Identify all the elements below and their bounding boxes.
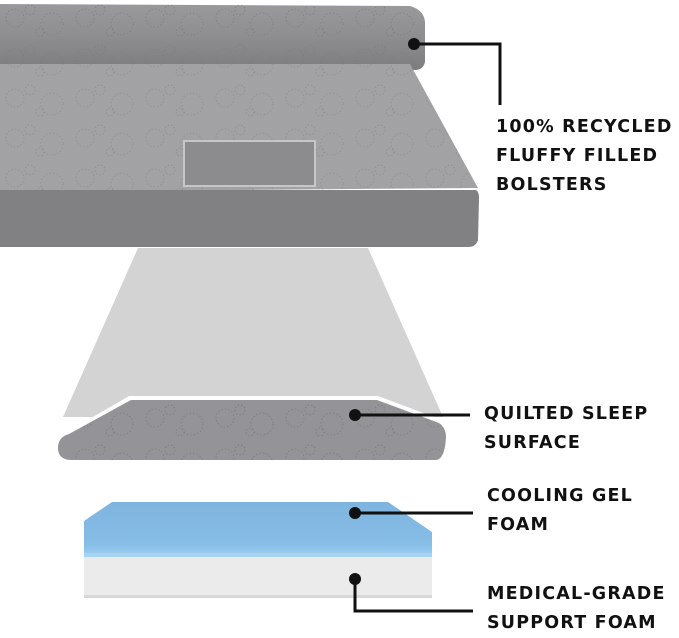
label-line: QUILTED SLEEP (484, 404, 649, 424)
foam-block (84, 502, 432, 598)
callout-quilted (349, 409, 470, 421)
support-foam-label: MEDICAL-GRADE SUPPORT FOAM (487, 580, 666, 638)
bolster (0, 4, 425, 70)
projection-cone (63, 248, 443, 417)
label-line: 100% RECYCLED (496, 117, 673, 137)
support-foam (84, 557, 432, 597)
cooling-gel-label: COOLING GEL FOAM (487, 482, 633, 540)
detail-highlight-box (183, 140, 316, 187)
callout-support (349, 573, 473, 613)
quilted-surface-label: QUILTED SLEEP SURFACE (484, 400, 648, 458)
label-line: BOLSTERS (496, 175, 608, 195)
bolsters-label: 100% RECYCLED FLUFFY FILLED BOLSTERS (496, 113, 673, 200)
label-line: FOAM (487, 515, 550, 535)
bed-top-surface (0, 64, 478, 192)
bed-front-face (0, 190, 479, 247)
label-line: COOLING GEL (487, 486, 634, 506)
label-line: FLUFFY FILLED (496, 146, 659, 166)
quilted-layer (55, 396, 450, 462)
label-line: SURFACE (484, 433, 581, 453)
cooling-gel-foam (84, 502, 432, 557)
label-line: SUPPORT FOAM (487, 613, 657, 633)
label-line: MEDICAL-GRADE (487, 584, 666, 604)
callout-bolsters (408, 38, 502, 105)
callout-gel (349, 507, 473, 519)
